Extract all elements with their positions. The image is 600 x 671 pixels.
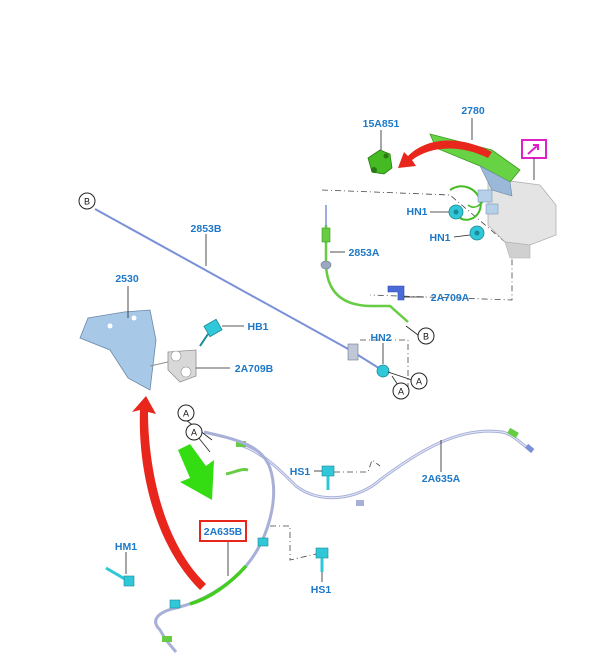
label-hm1: HM1 <box>115 541 137 553</box>
cable-2a635a <box>236 427 535 506</box>
bolt-hm1 <box>105 552 135 587</box>
label-hs1-lower: HS1 <box>311 584 332 596</box>
highlighted-label-2a635b: 2A635B <box>199 520 247 542</box>
bolt-hb1 <box>199 318 244 347</box>
label-hn1-upper: HN1 <box>406 206 427 218</box>
cable-2853a <box>320 205 409 323</box>
label-2a635a: 2A635A <box>422 473 461 485</box>
label-2530: 2530 <box>115 273 139 285</box>
connector-b-upper-left: B <box>78 192 96 210</box>
svg-text:A: A <box>183 409 189 419</box>
label-2853a: 2853A <box>349 247 380 259</box>
nut-hn1-upper <box>448 204 464 220</box>
svg-text:2A635B: 2A635B <box>204 526 243 538</box>
svg-text:A: A <box>398 387 404 397</box>
bolt-hs1-lower <box>270 525 329 582</box>
bracket-2a709b <box>149 349 230 383</box>
label-2a709b: 2A709B <box>235 363 274 375</box>
label-2780: 2780 <box>461 105 485 117</box>
nut-hn2 <box>360 339 413 395</box>
label-15a851: 15A851 <box>363 118 400 130</box>
connector-b-right: B <box>417 327 435 345</box>
connector-a-left-1: A <box>177 404 195 422</box>
connector-a-right-1: A <box>410 372 428 390</box>
red-arrow-icon <box>398 140 492 168</box>
label-hn2: HN2 <box>370 332 391 344</box>
bracket-2a709a <box>387 285 424 301</box>
svg-text:A: A <box>191 428 197 438</box>
connector-a-right-2: A <box>392 382 410 400</box>
lever-assembly <box>321 118 557 301</box>
connector-a-left-2: A <box>185 423 203 441</box>
svg-text:B: B <box>84 197 90 207</box>
svg-text:A: A <box>416 377 422 387</box>
svg-text:B: B <box>423 332 429 342</box>
label-2853b: 2853B <box>191 223 222 235</box>
label-hn1-lower: HN1 <box>429 232 450 244</box>
view-arrow-icon <box>521 139 547 159</box>
bolt-hs1-upper <box>314 459 381 490</box>
cable-2a635b <box>154 430 276 653</box>
label-2a709a: 2A709A <box>431 292 470 304</box>
label-hb1: HB1 <box>247 321 268 333</box>
green-arrow-icon <box>178 444 214 500</box>
heat-shield-2530 <box>79 286 157 391</box>
label-hs1-upper: HS1 <box>290 466 311 478</box>
nut-hn1-lower <box>469 225 485 241</box>
sensor-15a851 <box>367 149 393 175</box>
